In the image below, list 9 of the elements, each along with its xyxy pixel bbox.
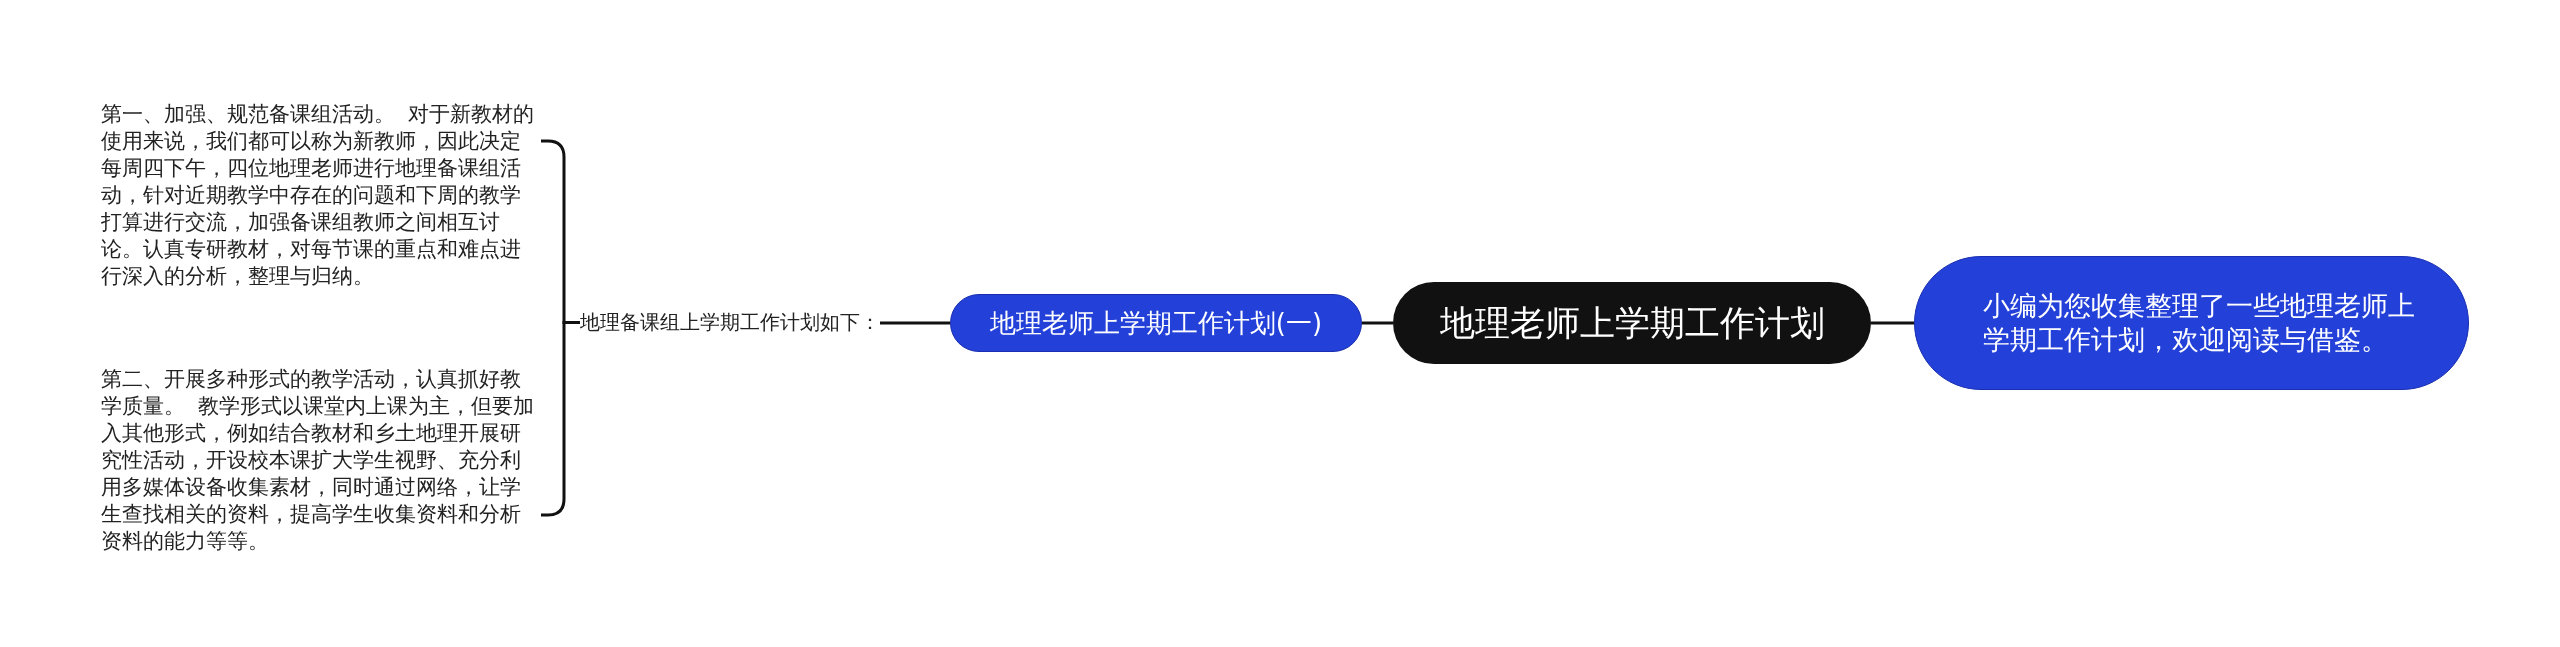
branch-text: 地理备课组上学期工作计划如下： [580, 309, 880, 336]
root-topic: 地理老师上学期工作计划 [1393, 282, 1871, 364]
connector-line [1871, 321, 1914, 325]
topic-pill: 地理老师上学期工作计划(一) [950, 294, 1362, 352]
topic-bubble: 小编为您收集整理了一些地理老师上学期工作计划，欢迎阅读与借鉴。 [1914, 256, 2469, 390]
connector-line [1362, 321, 1393, 325]
note-text: 第二、开展多种形式的教学活动，认真抓好教学质量。 教学形式以课堂内上课为主，但要加入其他形式，例如结合教材和乡土地理开展研究性活动，开设校本课扩大学生视野、充分利用多媒体设备收集素材，同时通过网络，让学生查找相关的资料，提高学生收集资料和分析资料的能力等等。 [101, 366, 541, 555]
connector-line [880, 321, 950, 325]
note-text: 第一、加强、规范备课组活动。 对于新教材的使用来说，我们都可以称为新教师，因此决定每周四下午，四位地理老师进行地理备课组活动，针对近期教学中存在的问题和下周的教学打算进行交流，加强备课组教师之间相互讨论。认真专研教材，对每节课的重点和难点进行深入的分析，整理与归纳。 [101, 101, 541, 290]
